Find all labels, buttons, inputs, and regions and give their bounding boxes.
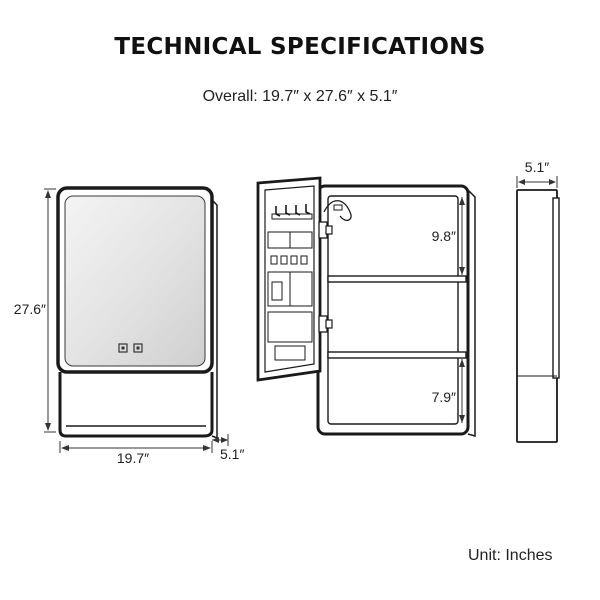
front-open-shelf — [58, 372, 214, 438]
lower-shelf — [327, 351, 467, 359]
touch-button-icon — [133, 343, 143, 353]
cabinet-interior — [327, 195, 459, 425]
open-view — [256, 176, 476, 437]
width-dimension-label: 19.7″ — [117, 450, 149, 466]
lower-shelf-gap-label: 7.9″ — [432, 389, 456, 405]
side-view — [516, 176, 560, 443]
side-door-edge — [552, 197, 560, 379]
side-profile — [516, 189, 558, 443]
open-door — [256, 176, 322, 382]
front-view — [44, 186, 229, 453]
power-cable-icon — [323, 200, 352, 221]
overall-dimensions: Overall: 19.7″ x 27.6″ x 5.1″ — [202, 88, 398, 105]
side-depth-dimension-label: 5.1″ — [525, 159, 549, 175]
page-title: TECHNICAL SPECIFICATIONS — [114, 34, 486, 60]
front-mirror-glass — [64, 195, 206, 367]
door-compartment — [267, 311, 313, 343]
touch-button-icon — [118, 343, 128, 353]
upper-shelf-gap-label: 9.8″ — [432, 228, 456, 244]
unit-label: Unit: Inches — [468, 547, 553, 564]
upper-shelf — [327, 275, 467, 283]
height-dimension-label: 27.6″ — [14, 301, 46, 317]
front-depth-dimension-label: 5.1″ — [220, 446, 244, 462]
